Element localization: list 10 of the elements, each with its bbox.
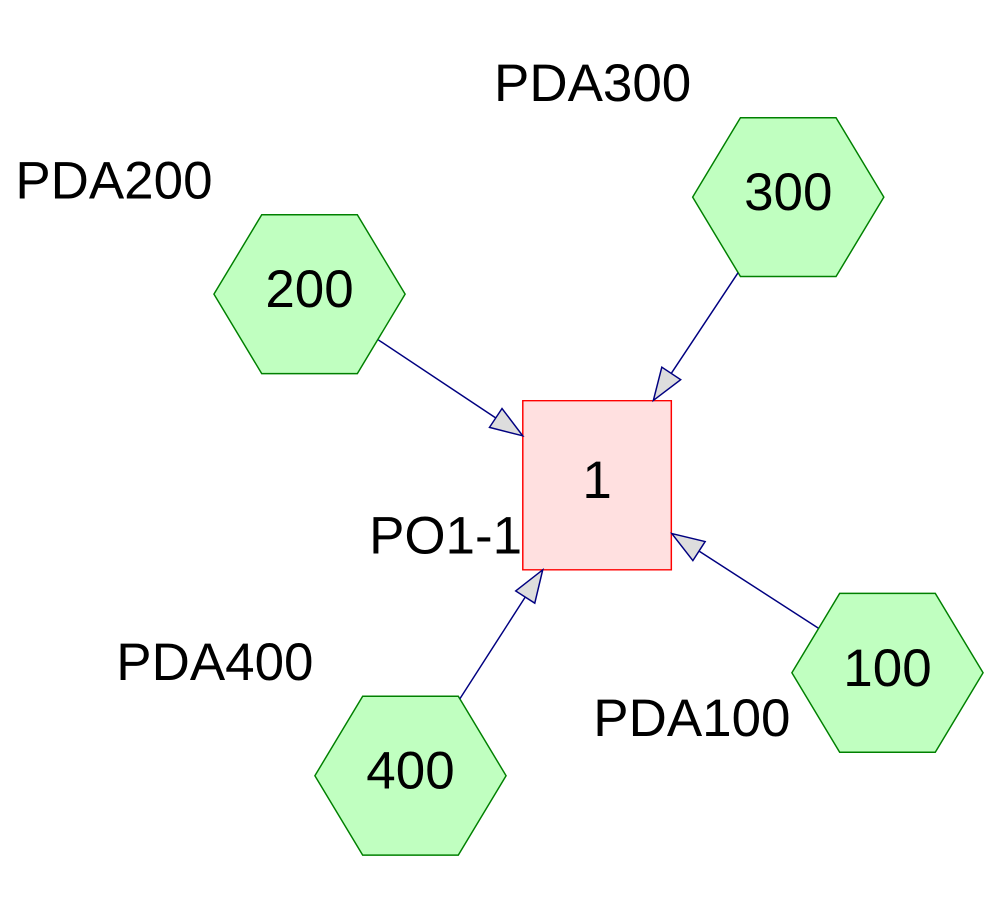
- arrow: [670, 532, 819, 629]
- arrow: [378, 339, 525, 438]
- arrow: [652, 272, 739, 402]
- node-label: PDA300: [494, 54, 692, 114]
- node-label: PO1-1: [369, 506, 522, 566]
- node-label: PDA100: [593, 688, 790, 748]
- node-label: PDA200: [15, 151, 213, 210]
- node-label: PDA400: [116, 632, 314, 692]
- arrow: [459, 568, 544, 700]
- node-box: 1: [522, 400, 672, 571]
